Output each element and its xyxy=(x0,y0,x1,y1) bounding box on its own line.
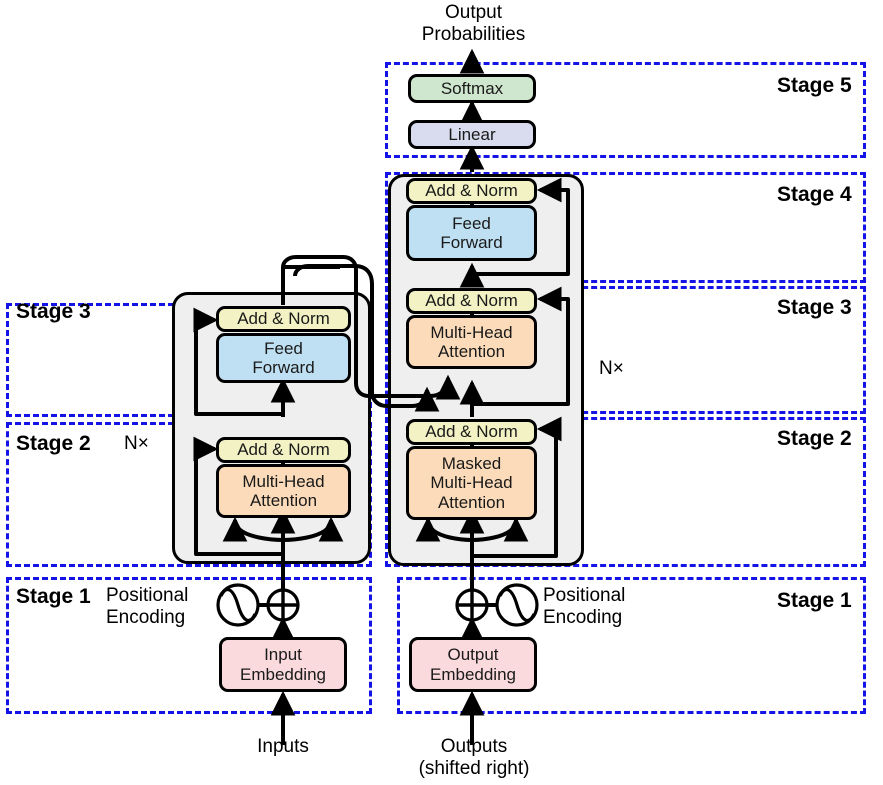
decoder-feed-forward[interactable]: Feed Forward xyxy=(406,205,537,261)
stage-label-decoder-5: Stage 5 xyxy=(777,74,852,97)
encoder-add-norm-top[interactable]: Add & Norm xyxy=(216,306,351,332)
stage-box-decoder-5 xyxy=(385,62,866,158)
decoder-repeat-label: N× xyxy=(599,358,624,379)
encoder-positional-encoding-label: Positional Encoding xyxy=(106,585,189,628)
encoder-feed-forward[interactable]: Feed Forward xyxy=(216,333,351,383)
linear-block[interactable]: Linear xyxy=(408,120,536,149)
decoder-cross-attention[interactable]: Multi-Head Attention xyxy=(406,315,537,369)
stage-box-encoder-1 xyxy=(6,577,372,714)
inputs-label: Inputs xyxy=(257,736,309,757)
encoder-repeat-label: N× xyxy=(124,433,149,454)
output-probabilities-label: Output Probabilities xyxy=(421,2,526,45)
output-embedding[interactable]: Output Embedding xyxy=(409,637,537,692)
softmax-block[interactable]: Softmax xyxy=(408,74,536,103)
decoder-add-norm-cross-attention[interactable]: Add & Norm xyxy=(406,288,537,314)
input-embedding[interactable]: Input Embedding xyxy=(219,637,347,692)
stage-label-encoder-2: Stage 2 xyxy=(16,432,91,455)
stage-label-decoder-2: Stage 2 xyxy=(777,427,852,450)
decoder-masked-multi-head-attention[interactable]: Masked Multi-Head Attention xyxy=(406,446,537,520)
stage-box-decoder-2 xyxy=(385,417,866,567)
stage-label-encoder-3: Stage 3 xyxy=(16,300,91,323)
stage-label-encoder-1: Stage 1 xyxy=(16,585,91,608)
stage-label-decoder-3: Stage 3 xyxy=(777,296,852,319)
decoder-positional-encoding-label: Positional Encoding xyxy=(543,585,626,628)
stage-label-decoder-4: Stage 4 xyxy=(777,183,852,206)
stage-box-decoder-4 xyxy=(385,172,866,283)
encoder-multi-head-attention[interactable]: Multi-Head Attention xyxy=(216,464,351,518)
decoder-add-norm-feedforward[interactable]: Add & Norm xyxy=(406,178,537,204)
outputs-label: Outputs (shifted right) xyxy=(418,736,530,779)
decoder-add-norm-masked-attention[interactable]: Add & Norm xyxy=(406,419,537,445)
stage-box-decoder-1 xyxy=(397,577,866,714)
stage-label-decoder-1: Stage 1 xyxy=(777,589,852,612)
encoder-add-norm-bottom[interactable]: Add & Norm xyxy=(216,437,351,463)
